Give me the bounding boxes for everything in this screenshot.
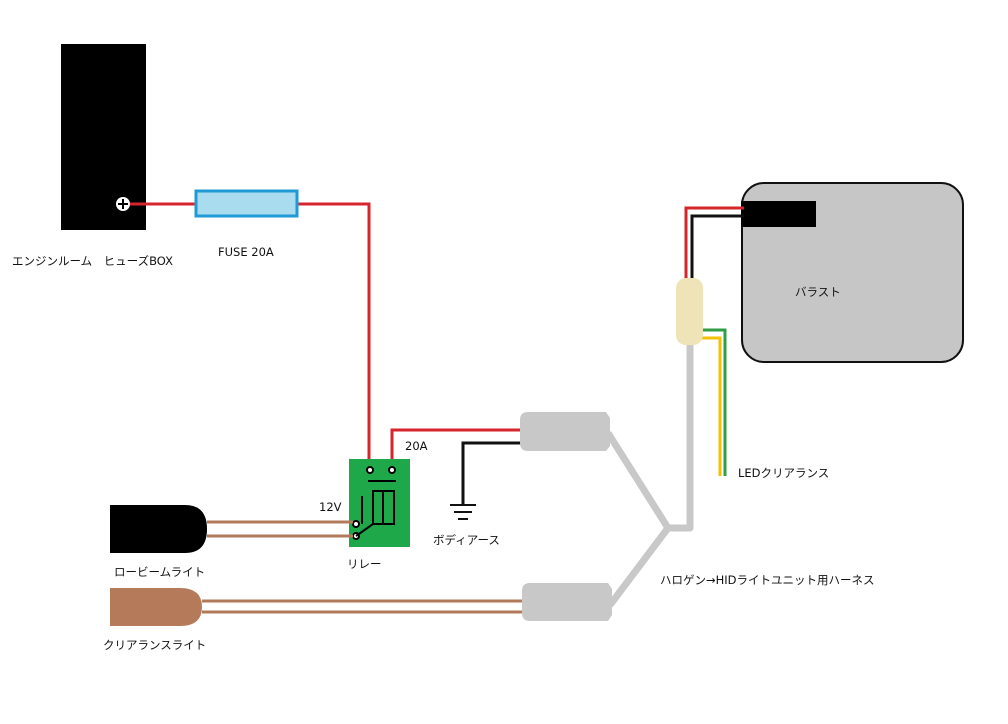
label-fuse: FUSE 20A [218, 245, 274, 259]
fuse-box [61, 44, 146, 230]
harness-junction-connector [676, 278, 703, 345]
ground-symbol-icon [450, 504, 476, 520]
relay [349, 459, 410, 547]
harness-connector-top [520, 412, 610, 451]
wire-red-main [130, 202, 371, 462]
wire-brown-lowbeam [207, 520, 353, 538]
label-relay: リレー [347, 557, 382, 571]
label-body-ground: ボディアース [433, 533, 500, 547]
wire-black-ground [461, 441, 521, 505]
ballast [741, 182, 964, 363]
label-relay-20a: 20A [405, 439, 428, 453]
wire-brown-clearance [202, 599, 523, 614]
label-clearance-light: クリアランスライト [103, 638, 207, 652]
wire-yellow-led [700, 336, 722, 476]
label-low-beam: ロービームライト [114, 565, 206, 579]
label-harness: ハロゲン→HIDライトユニット用ハーネス [660, 573, 875, 587]
fuse-20a [194, 189, 299, 218]
label-relay-12v: 12V [319, 500, 342, 514]
label-fuse-box: エンジンルーム ヒューズBOX [12, 254, 173, 268]
harness-cable [605, 345, 694, 608]
clearance-light [110, 588, 202, 626]
wire-green-led [700, 328, 727, 476]
label-ballast: バラスト [795, 285, 841, 299]
label-led-clearance: LEDクリアランス [738, 466, 830, 480]
wire-red-ballast [684, 206, 744, 280]
ballast-connector [741, 201, 816, 227]
relay-internal-icon [352, 466, 396, 540]
low-beam-light [110, 505, 207, 553]
wire-black-ballast [690, 214, 744, 280]
fuse-box-terminal-icon [116, 197, 130, 211]
wire-red-relay-out [390, 428, 521, 465]
harness-connector-bottom [522, 583, 612, 621]
